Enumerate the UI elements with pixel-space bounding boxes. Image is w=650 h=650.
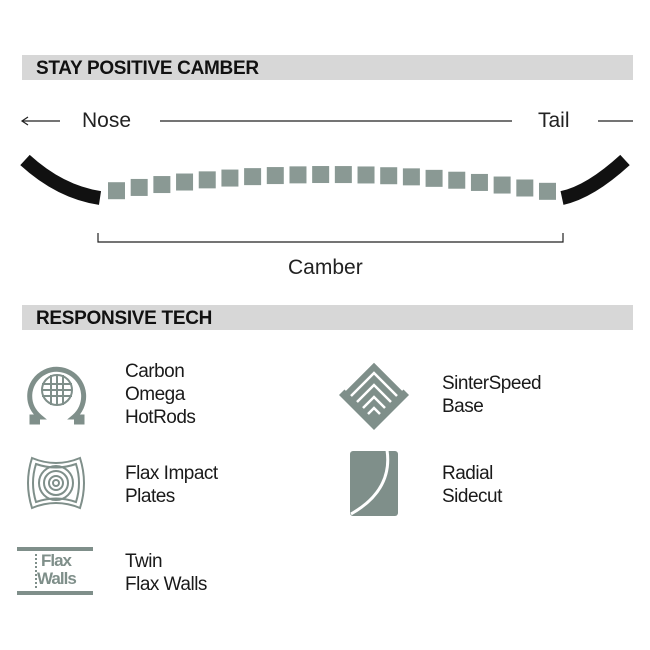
omega-grid-icon <box>27 366 87 425</box>
camber-bracket <box>97 233 564 243</box>
flax-icon-text: Flax <box>41 551 72 570</box>
label-line: Flax Walls <box>125 574 207 595</box>
tech-header: RESPONSIVE TECH <box>22 305 633 330</box>
tail-label: Tail <box>538 109 570 132</box>
camber-segment <box>221 169 239 187</box>
diamond-chevron-icon <box>339 359 409 430</box>
camber-header: STAY POSITIVE CAMBER <box>22 55 633 80</box>
camber-segment <box>493 176 511 194</box>
label-line: Radial <box>442 463 493 484</box>
camber-segment <box>130 178 148 196</box>
camber-segment <box>176 173 194 191</box>
concentric-plate-icon <box>27 456 85 510</box>
label-line: Sidecut <box>442 486 502 507</box>
camber-segment <box>539 182 556 200</box>
radial-sidecut-icon <box>350 450 398 516</box>
tail-tip <box>560 154 630 205</box>
flax-walls-icon: Flax Walls <box>17 547 93 595</box>
camber-segment <box>153 176 171 194</box>
tech-item-sinterspeed: SinterSpeed Base <box>442 372 542 418</box>
camber-segment <box>448 171 466 189</box>
camber-label: Camber <box>288 256 363 279</box>
camber-segment <box>244 168 262 186</box>
label-line: Flax Impact <box>125 463 218 484</box>
label-line: Carbon <box>125 361 185 382</box>
tech-title: RESPONSIVE TECH <box>36 308 213 329</box>
label-line: Base <box>442 396 484 417</box>
walls-icon-text: Walls <box>37 569 77 588</box>
camber-segment <box>334 166 352 184</box>
camber-segment <box>108 182 125 200</box>
camber-segment <box>312 166 330 184</box>
camber-segment <box>357 166 375 184</box>
nose-label: Nose <box>82 109 132 132</box>
camber-segment <box>289 166 307 184</box>
camber-segment <box>425 169 443 187</box>
camber-segment <box>402 168 420 186</box>
camber-diagram <box>20 116 633 243</box>
camber-segment <box>516 179 534 197</box>
camber-segment <box>380 167 398 185</box>
tech-item-carbon-omega: Carbon Omega HotRods <box>125 360 196 429</box>
label-line: HotRods <box>125 407 196 428</box>
label-line: Twin <box>125 551 163 572</box>
tech-item-radial-sidecut: Radial Sidecut <box>442 462 502 508</box>
label-line: SinterSpeed <box>442 373 542 394</box>
tech-item-twin-flax-walls: Twin Flax Walls <box>125 550 207 596</box>
camber-title: STAY POSITIVE CAMBER <box>36 58 259 79</box>
nose-tip <box>20 154 102 205</box>
camber-segment <box>198 171 216 189</box>
label-line: Omega <box>125 384 185 405</box>
label-line: Plates <box>125 486 175 507</box>
tech-item-flax-impact: Flax Impact Plates <box>125 462 218 508</box>
camber-segment <box>266 167 284 185</box>
camber-segment <box>470 173 488 191</box>
nose-arrow-icon <box>20 116 29 126</box>
